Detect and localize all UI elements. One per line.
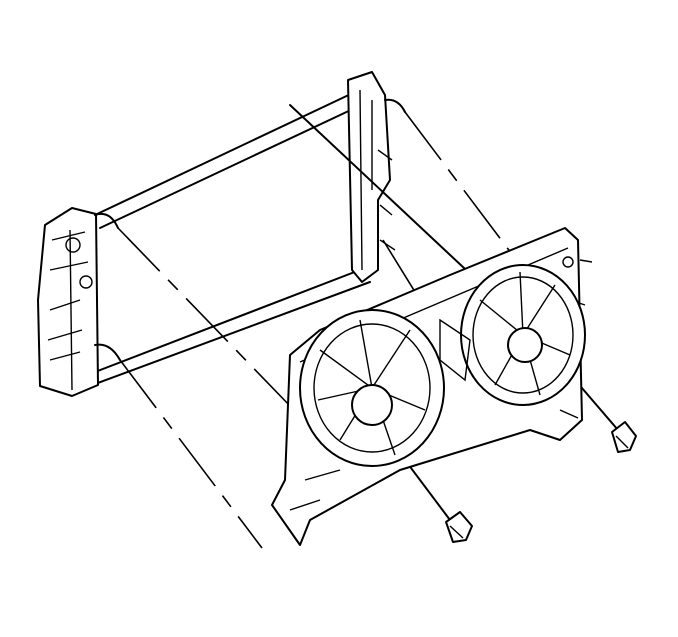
fan-shroud-bolt-left xyxy=(445,511,473,543)
fan-shroud-bolt-right xyxy=(611,421,637,453)
radiator xyxy=(37,71,396,397)
cooling-fan-shroud xyxy=(271,227,593,546)
